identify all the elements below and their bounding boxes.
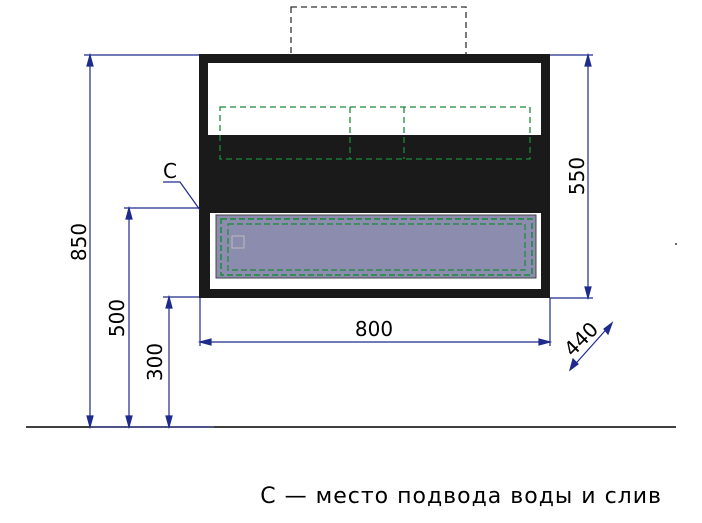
cabinet-upper-opening: [208, 63, 541, 135]
upper-drawer-hidden-outline: [219, 106, 531, 160]
dimension-500-label: 500: [105, 299, 129, 337]
lower-drawer-handle: [231, 235, 245, 249]
lower-drawer-hidden-outline: [220, 218, 533, 276]
dimension-550: [550, 52, 593, 301]
dimension-800: [197, 298, 553, 346]
dimension-440-label: 440: [559, 317, 603, 361]
dimension-440: [568, 321, 614, 372]
dimension-800-label: 800: [355, 317, 393, 341]
dimension-300-label: 300: [143, 343, 167, 381]
sink-outline: [290, 6, 467, 56]
dimension-850-label: 850: [67, 223, 91, 261]
stray-point: [675, 243, 677, 245]
lower-drawer-hidden-inner: [227, 223, 526, 271]
dimension-550-label: 550: [565, 157, 589, 195]
caption-text: С — место подвода воды и слив: [260, 484, 662, 509]
lower-drawer: [215, 214, 537, 279]
drain-marker-leader: [163, 181, 201, 211]
dimension-500: [124, 205, 199, 430]
dimension-850: [84, 52, 199, 430]
drain-marker-letter: C: [163, 159, 177, 183]
caption: С — место подвода воды и слив: [0, 484, 702, 509]
dimension-300: [163, 294, 199, 430]
